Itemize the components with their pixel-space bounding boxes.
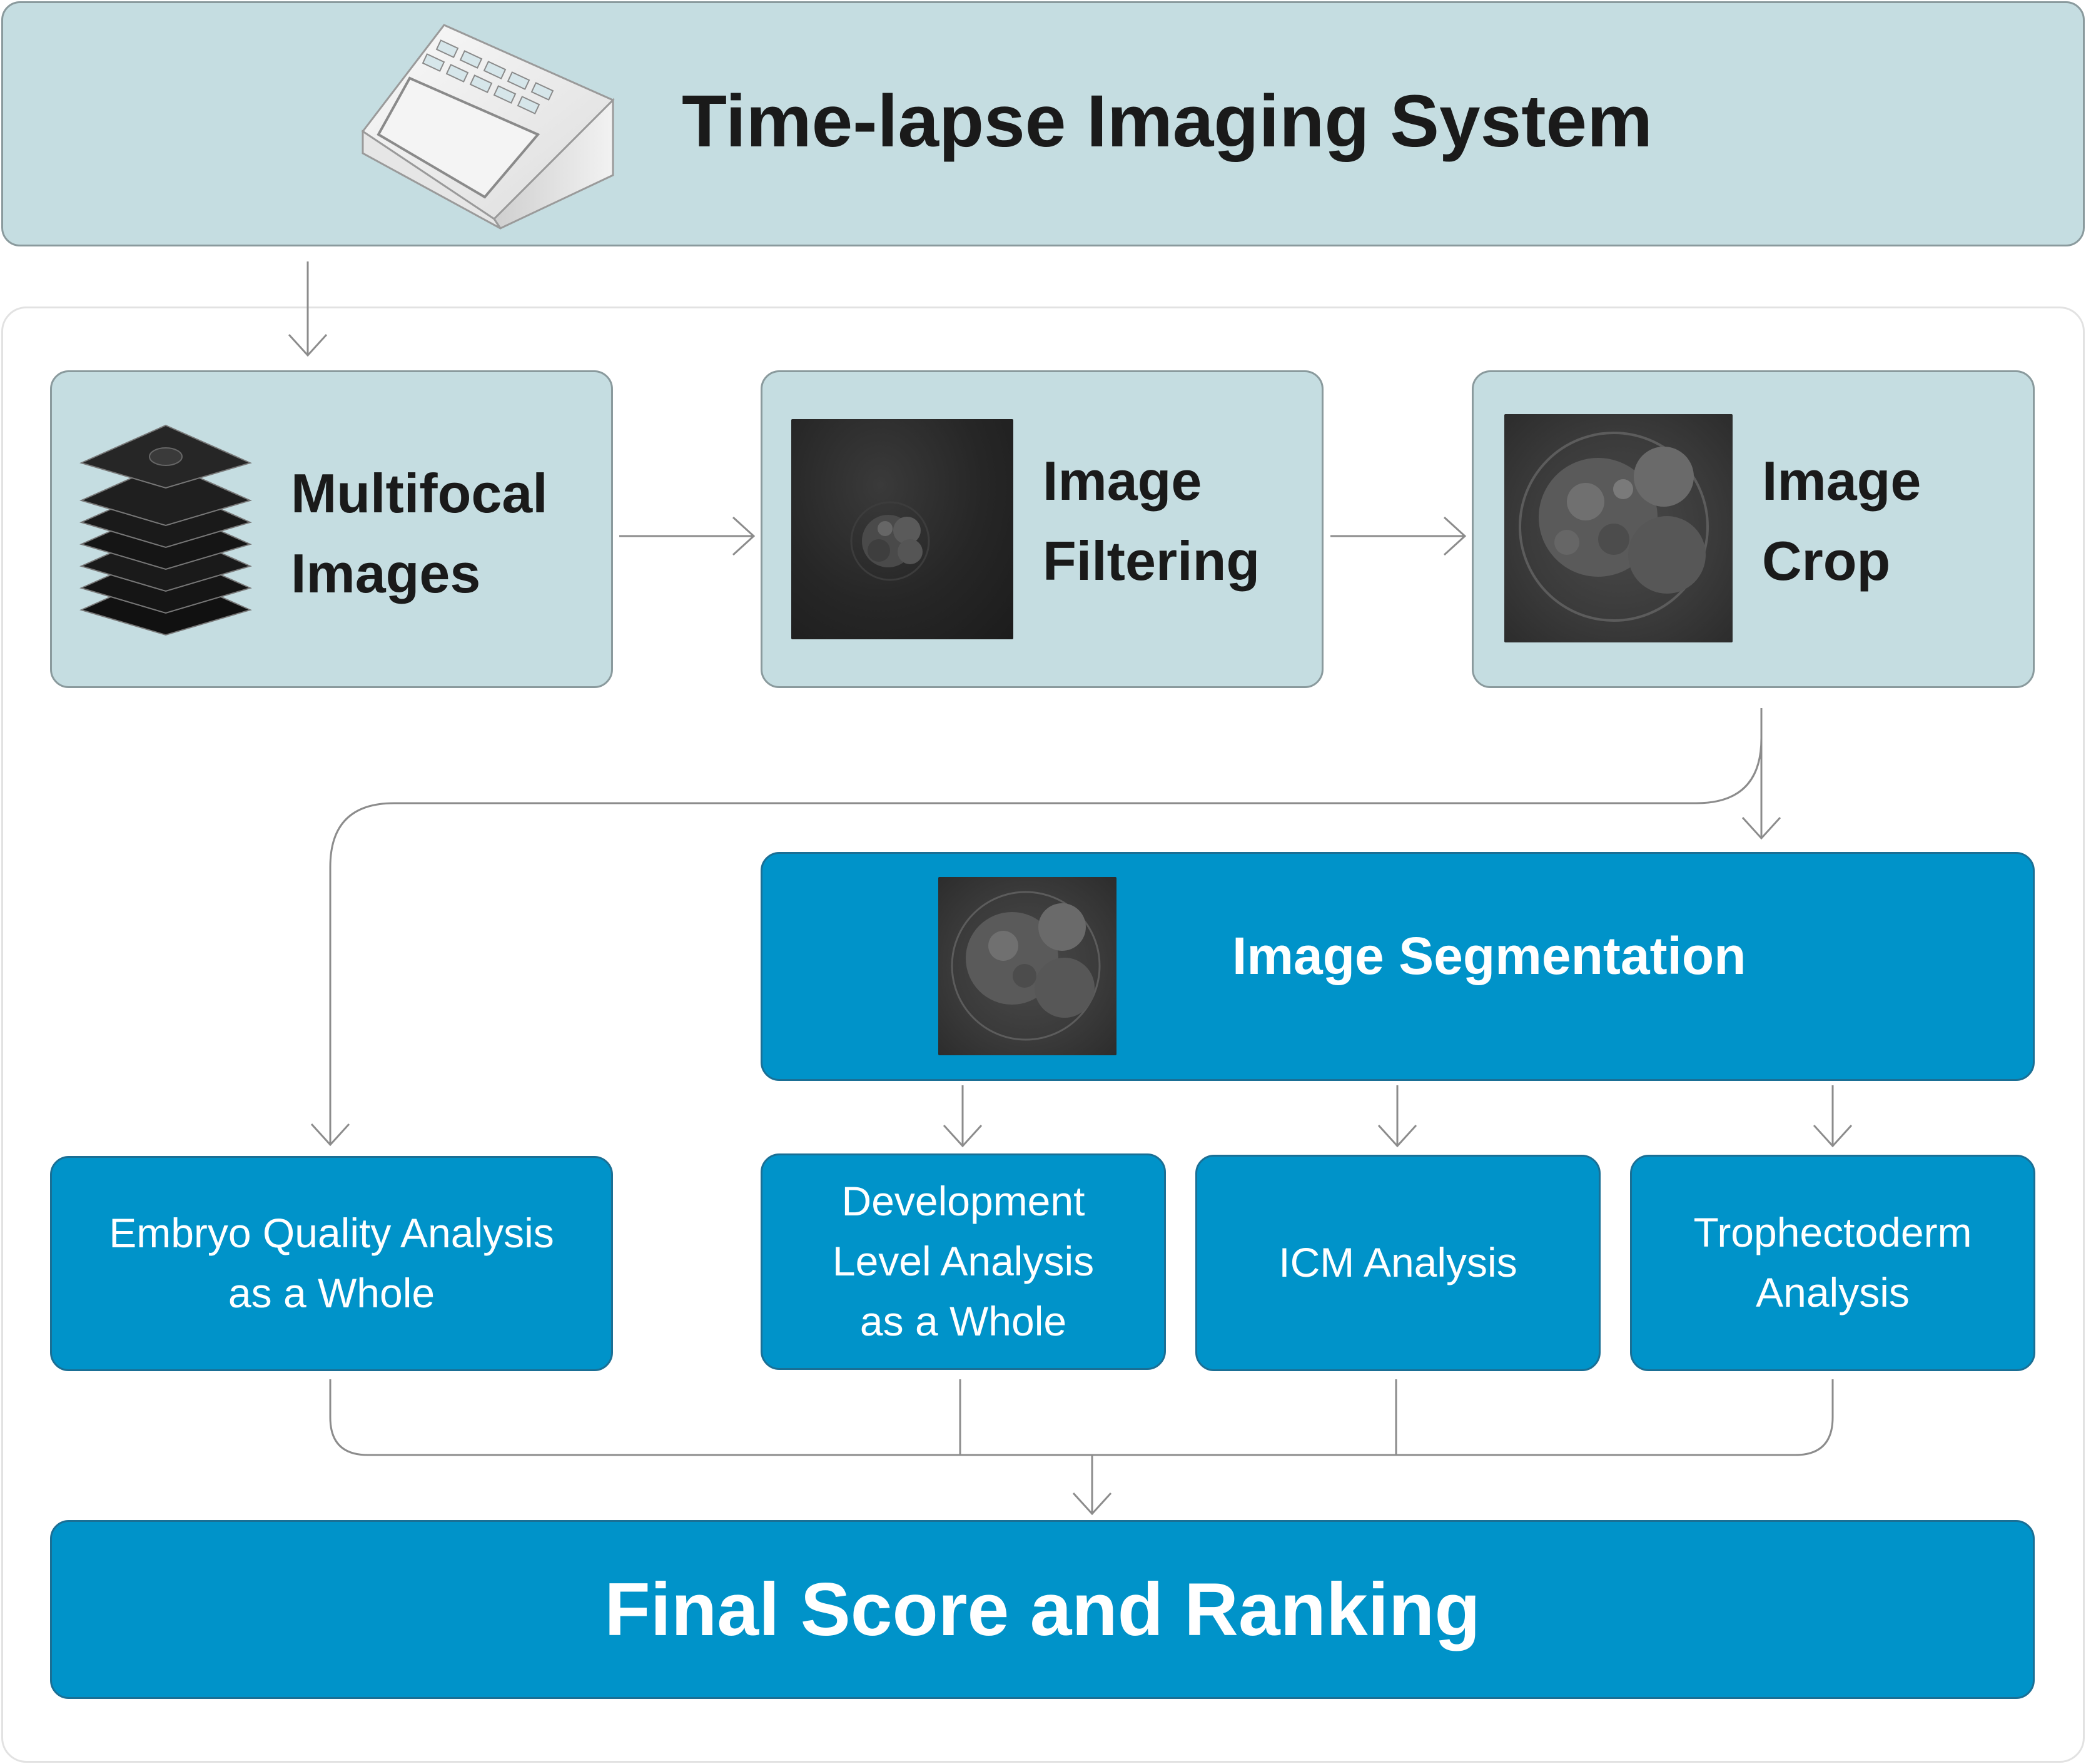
segmentation-title: Image Segmentation bbox=[1232, 926, 1746, 985]
arrowhead bbox=[1072, 1492, 1112, 1516]
arrowhead bbox=[1741, 816, 1781, 840]
filtered-embryo-image bbox=[791, 419, 1013, 639]
trophectoderm-analysis-box: Trophectoderm Analysis bbox=[1630, 1155, 2035, 1371]
image-stack-icon bbox=[79, 424, 252, 636]
embryo-quality-analysis-box: Embryo Quality Analysis as a Whole bbox=[50, 1156, 613, 1371]
step-multifocal-label: Multifocal Images bbox=[291, 462, 548, 604]
arrowhead bbox=[732, 516, 756, 556]
icm-analysis-box: ICM Analysis bbox=[1195, 1155, 1601, 1371]
arrowhead bbox=[1377, 1124, 1417, 1148]
step-crop-label: Image Crop bbox=[1762, 450, 1921, 592]
connector-crop-to-embryo-quality bbox=[329, 738, 1763, 1145]
arrowhead bbox=[1443, 516, 1467, 556]
segmentation-embryo-image bbox=[938, 877, 1116, 1055]
icm-analysis-label: ICM Analysis bbox=[1278, 1239, 1517, 1286]
arrowhead bbox=[310, 1123, 350, 1147]
final-score-panel: Final Score and Ranking bbox=[50, 1520, 2035, 1699]
connector-analyses-merge bbox=[329, 1379, 1834, 1456]
development-level-analysis-label: Development Level Analysis as a Whole bbox=[832, 1178, 1095, 1344]
embryo-quality-analysis-label: Embryo Quality Analysis as a Whole bbox=[109, 1210, 554, 1316]
cropped-embryo-image bbox=[1504, 414, 1733, 642]
development-level-analysis-box: Development Level Analysis as a Whole bbox=[761, 1153, 1166, 1370]
final-score-title: Final Score and Ranking bbox=[604, 1568, 1481, 1651]
arrowhead bbox=[288, 333, 328, 357]
header-panel bbox=[1, 1, 2085, 246]
arrowhead bbox=[1813, 1124, 1853, 1148]
trophectoderm-analysis-label: Trophectoderm Analysis bbox=[1693, 1209, 1972, 1315]
step-filtering-label: Image Filtering bbox=[1043, 450, 1260, 592]
incubator-device-icon bbox=[361, 24, 615, 230]
header-title: Time-lapse Imaging System bbox=[682, 80, 1653, 163]
arrowhead bbox=[943, 1124, 983, 1148]
